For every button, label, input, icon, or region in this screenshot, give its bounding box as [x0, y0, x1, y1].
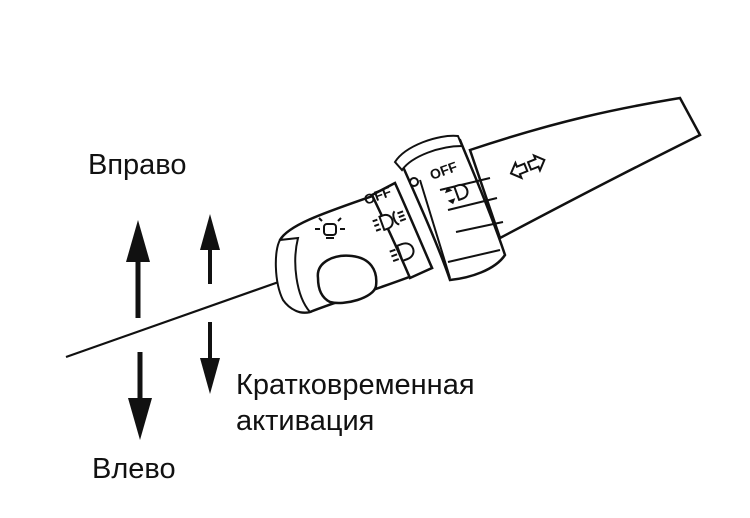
arrow-right-long [126, 220, 150, 318]
turn-signal-arrows-icon [509, 153, 546, 180]
rotary-ring-cap [393, 134, 464, 172]
position-fog-lamp-icon [372, 210, 407, 232]
stalk-shaft [468, 96, 702, 240]
switch-end-cap [274, 236, 312, 314]
arrow-momentary-down [200, 322, 220, 394]
arrow-momentary-up [200, 214, 220, 284]
ring-ridge [439, 177, 491, 191]
parking-lamp-icon [315, 217, 345, 239]
momentary-label-line2: активация [236, 405, 375, 437]
column-axis-line [65, 276, 291, 359]
ring-ridge [455, 221, 504, 233]
ring-divider [419, 179, 451, 279]
fog-lamp-icon [444, 183, 469, 205]
thumb-recess [316, 254, 378, 305]
ring-ridge [447, 249, 501, 263]
arrow-left-long [128, 352, 152, 440]
ring-ridge [447, 197, 498, 211]
momentary-label-line1: Кратковременная [236, 369, 475, 401]
headlamp-icon [389, 242, 415, 263]
right-label: Вправо [88, 149, 187, 181]
left-label: Влево [92, 453, 176, 485]
indicator-dot [409, 177, 419, 187]
